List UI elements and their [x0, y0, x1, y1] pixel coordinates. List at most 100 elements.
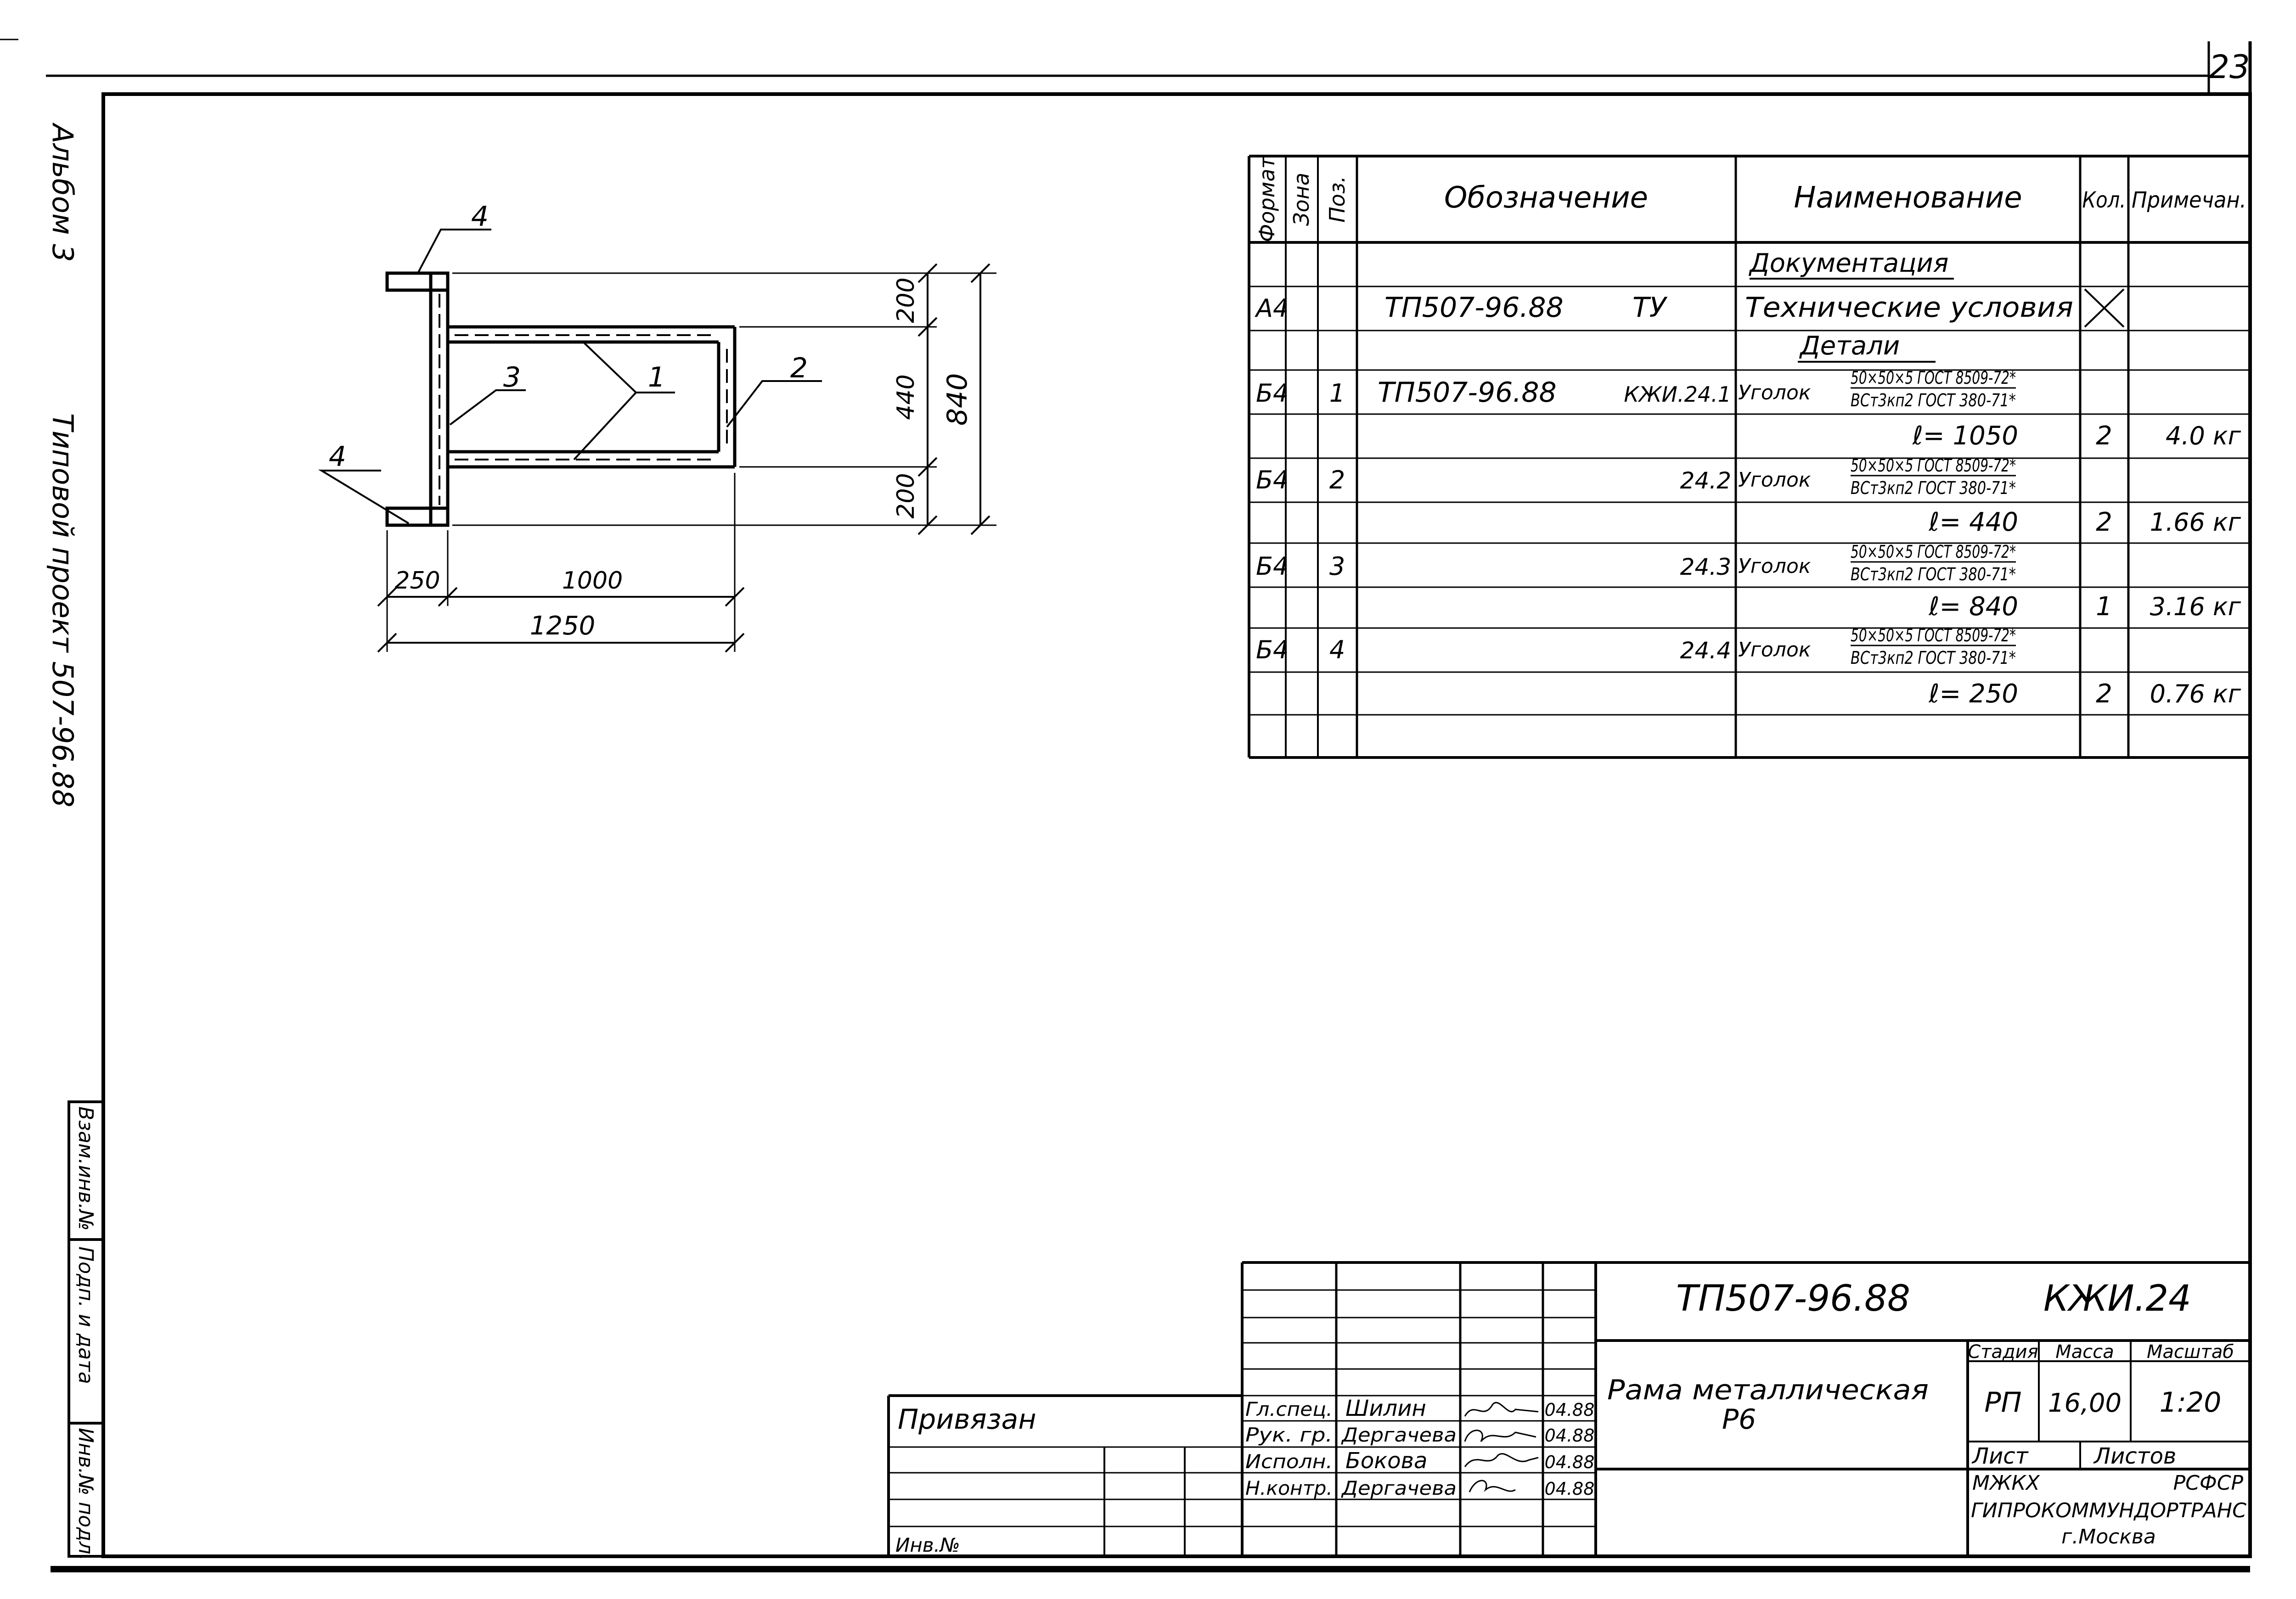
row-3-qty: 1	[2096, 592, 2112, 622]
row-2-spec-top: 50×50×5 ГОСТ 8509-72*	[1851, 455, 2016, 476]
dim-left-width: 250	[394, 567, 440, 595]
row-3-pos: 3	[1329, 552, 1345, 581]
row-3-format: Б4	[1256, 552, 1289, 581]
row-4-spec-bottom: ВСт3кп2 ГОСТ 380-71*	[1851, 648, 2016, 668]
row-1-format: Б4	[1256, 379, 1289, 408]
sig-date-2: 04.88	[1545, 1425, 1595, 1446]
row-2-note: 1.66 кг	[2150, 508, 2241, 537]
pos-label-4-bottom: 4	[329, 441, 346, 473]
row-3-spec-top: 50×50×5 ГОСТ 8509-72*	[1851, 542, 2016, 562]
signature-mark-4	[1469, 1480, 1516, 1492]
row-2-name: Уголок	[1738, 468, 1811, 492]
sig-name-3: Бокова	[1345, 1448, 1427, 1474]
sheet-label: Лист	[1971, 1443, 2029, 1469]
inv-label: Инв.№	[895, 1534, 960, 1556]
row-3-suffix: 24.3	[1680, 554, 1731, 580]
mass-label: Масса	[2055, 1341, 2114, 1363]
row-2-qty: 2	[2096, 507, 2112, 537]
stage-value: РП	[1984, 1386, 2021, 1419]
org-institute: ГИПРОКОММУНДОРТРАНС	[1971, 1499, 2246, 1522]
document-code: ТП507-96.88	[1676, 1278, 1910, 1319]
row-1-note: 4.0 кг	[2166, 421, 2241, 450]
row-4-name: Уголок	[1738, 638, 1811, 662]
margin-project-label: Типовой проект 507-96.88	[46, 413, 79, 808]
row-1-suffix: КЖИ.24.1	[1624, 382, 1731, 407]
dim-top: 200	[892, 277, 920, 323]
header-pos: Поз.	[1325, 176, 1350, 223]
row-2-length: ℓ= 440	[1928, 507, 2018, 537]
row-4-spec-top: 50×50×5 ГОСТ 8509-72*	[1851, 625, 2016, 645]
scale-value: 1:20	[2160, 1386, 2222, 1419]
sig-date-3: 04.88	[1545, 1452, 1595, 1472]
specification-table: Формат Зона Поз. Обозначение Наименовани…	[1248, 155, 2251, 759]
pos-label-2: 2	[790, 352, 808, 384]
row-2-format: Б4	[1256, 466, 1289, 494]
row-4-note: 0.76 кг	[2150, 679, 2241, 708]
sig-role-3: Исполн.	[1245, 1450, 1333, 1473]
org-city: г.Москва	[2061, 1525, 2156, 1549]
row-4-length: ℓ= 250	[1928, 679, 2018, 709]
row-tu-name: Технические условия	[1745, 292, 2073, 324]
signature-mark-3	[1464, 1453, 1539, 1467]
row-tu-suffix: ТУ	[1632, 292, 1668, 324]
row-documentation-name: Документация	[1748, 248, 1948, 278]
document-suffix: КЖИ.24	[2043, 1278, 2191, 1319]
margin-stamp: Альбом 3 Типовой проект 507-96.88 Взам.и…	[46, 122, 105, 1561]
row-1-length: ℓ= 1050	[1912, 421, 2018, 451]
row-tu-designation: ТП507-96.88	[1384, 292, 1564, 324]
sig-name-1: Шилин	[1345, 1396, 1426, 1421]
sig-date-1: 04.88	[1545, 1400, 1595, 1420]
header-note: Примечан.	[2132, 187, 2246, 213]
frame-drawing: 4 1 2 3 4 200 440 200 840 250 1000	[318, 201, 996, 653]
sig-role-4: Н.контр.	[1245, 1477, 1333, 1499]
margin-field-3: Взам.инв.№	[74, 1106, 97, 1231]
title-block: ТП507-96.88 КЖИ.24 Рама металлическая Р6…	[887, 1261, 2250, 1556]
row-2-spec-bottom: ВСт3кп2 ГОСТ 380-71*	[1851, 478, 2016, 498]
row-2-pos: 2	[1329, 466, 1345, 494]
sig-role-1: Гл.спец.	[1245, 1398, 1333, 1420]
vertical-post	[429, 271, 450, 527]
margin-field-2: Подп. и дата	[74, 1246, 97, 1384]
row-4-format: Б4	[1256, 635, 1289, 664]
margin-album-label: Альбом 3	[46, 122, 79, 262]
row-2-suffix: 24.2	[1680, 467, 1731, 494]
scale-label: Масштаб	[2147, 1341, 2234, 1363]
row-3-name: Уголок	[1738, 555, 1811, 578]
row-3-spec-bottom: ВСт3кп2 ГОСТ 380-71*	[1851, 564, 2016, 584]
drawing-title-line2: Р6	[1722, 1403, 1756, 1436]
pos-label-3: 3	[503, 361, 521, 393]
row-1-spec-bottom: ВСт3кп2 ГОСТ 380-71*	[1851, 390, 2016, 410]
dim-main-width: 1000	[562, 567, 623, 595]
header-qty: Кол.	[2082, 187, 2126, 213]
margin-field-1: Инв.№ подл.	[74, 1428, 97, 1561]
signature-mark-1	[1464, 1402, 1539, 1417]
drawing-title-line1: Рама металлическая	[1607, 1374, 1929, 1406]
row-1-name: Уголок	[1738, 381, 1811, 404]
sig-role-2: Рук. гр.	[1245, 1424, 1333, 1446]
sig-name-4: Дергачева	[1341, 1477, 1457, 1499]
dim-overall-height: 840	[941, 373, 974, 426]
row-1-qty: 2	[2096, 421, 2112, 451]
sig-name-2: Дергачева	[1341, 1424, 1457, 1446]
row-4-qty: 2	[2096, 679, 2112, 709]
dim-overall-width: 1250	[530, 611, 596, 641]
signature-mark-2	[1464, 1430, 1536, 1442]
mass-value: 16,00	[2048, 1388, 2122, 1418]
row-3-length: ℓ= 840	[1928, 592, 2018, 622]
header-designation: Обозначение	[1444, 181, 1648, 215]
header-name: Наименование	[1794, 181, 2022, 215]
sheets-label: Листов	[2093, 1443, 2176, 1469]
row-4-suffix: 24.4	[1680, 637, 1731, 664]
dim-middle: 440	[892, 374, 920, 420]
row-1-pos: 1	[1329, 379, 1345, 408]
dim-bottom: 200	[892, 473, 920, 518]
sig-date-4: 04.88	[1545, 1479, 1595, 1499]
org-republic: РСФСР	[2173, 1471, 2244, 1495]
row-1-spec-top: 50×50×5 ГОСТ 8509-72*	[1851, 368, 2016, 388]
row-4-pos: 4	[1329, 635, 1345, 664]
row-tu-format: А4	[1255, 294, 1289, 323]
row-1-designation: ТП507-96.88	[1378, 376, 1557, 409]
row-details-name: Детали	[1799, 331, 1900, 361]
page-number: 23	[2209, 48, 2250, 86]
